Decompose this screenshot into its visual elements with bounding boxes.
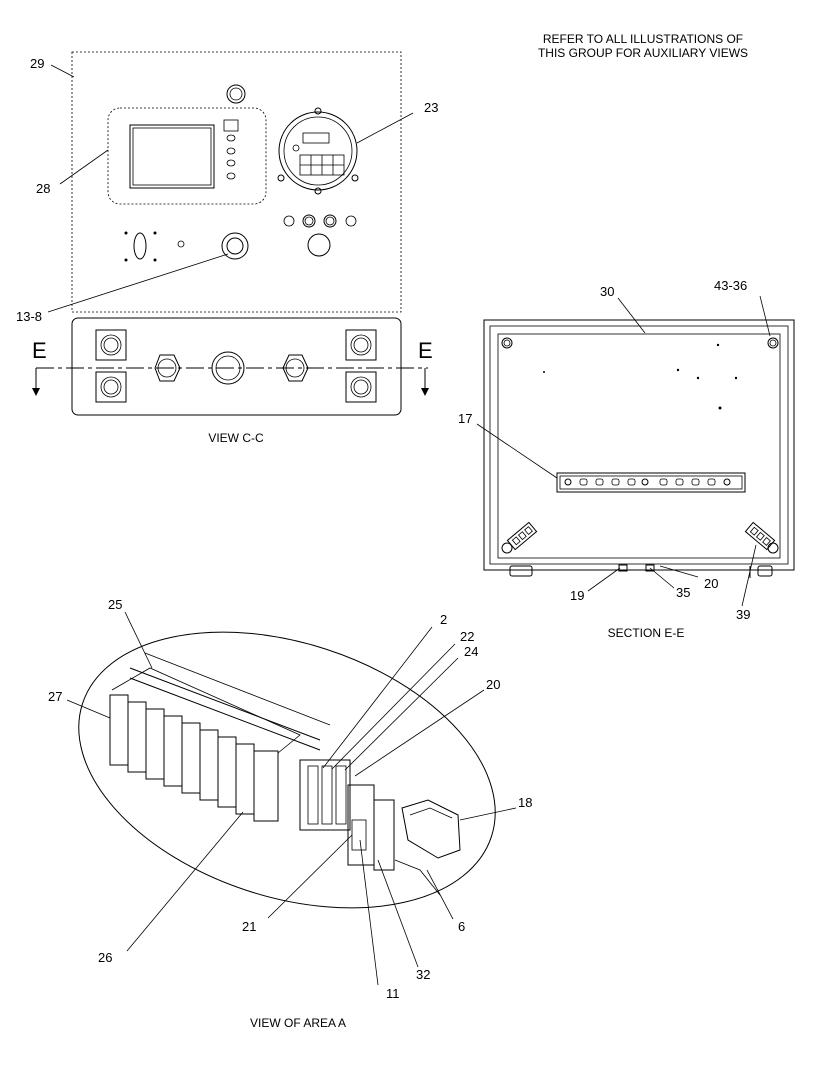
door-panel xyxy=(71,51,402,313)
corner-bracket-right xyxy=(744,521,776,551)
callout-11: 11 xyxy=(386,986,400,1001)
connector-bottom-left xyxy=(95,371,127,403)
callout-18: 18 xyxy=(518,795,532,810)
callouts: 29 28 23 13-8 30 43-36 17 19 35 20 39 25… xyxy=(16,56,750,1001)
callout-20-section: 20 xyxy=(704,576,718,591)
connector-top-left xyxy=(95,329,127,361)
callout-20-area: 20 xyxy=(486,677,500,692)
corner-bracket-left xyxy=(506,521,538,551)
callout-24: 24 xyxy=(464,644,478,659)
display-screen xyxy=(129,124,215,189)
callout-17: 17 xyxy=(458,411,472,426)
callout-43-36: 43-36 xyxy=(714,278,747,293)
view-cc-title: VIEW C-C xyxy=(208,431,264,445)
leader-lines xyxy=(47,64,771,986)
callout-32: 32 xyxy=(416,967,430,982)
callout-30: 30 xyxy=(600,284,614,299)
section-marker-left: E xyxy=(32,338,47,363)
section-marker-right: E xyxy=(418,338,433,363)
callout-21: 21 xyxy=(242,919,256,934)
callout-39: 39 xyxy=(736,607,750,622)
callout-23: 23 xyxy=(424,100,438,115)
note-line-1: REFER TO ALL ILLUSTRATIONS OF xyxy=(543,32,743,46)
section-ee-title: SECTION E-E xyxy=(608,626,685,640)
callout-2: 2 xyxy=(440,612,447,627)
callout-27: 27 xyxy=(48,689,62,704)
callout-26: 26 xyxy=(98,950,112,965)
callout-25: 25 xyxy=(108,597,122,612)
callout-22: 22 xyxy=(460,629,474,644)
callout-6: 6 xyxy=(458,919,465,934)
mounting-stud xyxy=(767,337,779,349)
callout-28: 28 xyxy=(36,181,50,196)
din-rail xyxy=(556,472,746,493)
connector-top-right xyxy=(345,329,377,361)
callout-19: 19 xyxy=(570,588,584,603)
area-a-detail xyxy=(78,631,496,909)
callout-29: 29 xyxy=(30,56,44,71)
enclosure-section xyxy=(483,319,795,578)
display-housing xyxy=(107,107,267,205)
connector-bottom-right xyxy=(345,371,377,403)
callout-13-8: 13-8 xyxy=(16,309,42,324)
callout-35: 35 xyxy=(676,585,690,600)
bottom-plate xyxy=(32,317,429,416)
note-line-2: THIS GROUP FOR AUXILIARY VIEWS xyxy=(538,46,748,60)
controller-unit xyxy=(277,107,359,195)
view-area-a-title: VIEW OF AREA A xyxy=(250,1016,346,1030)
